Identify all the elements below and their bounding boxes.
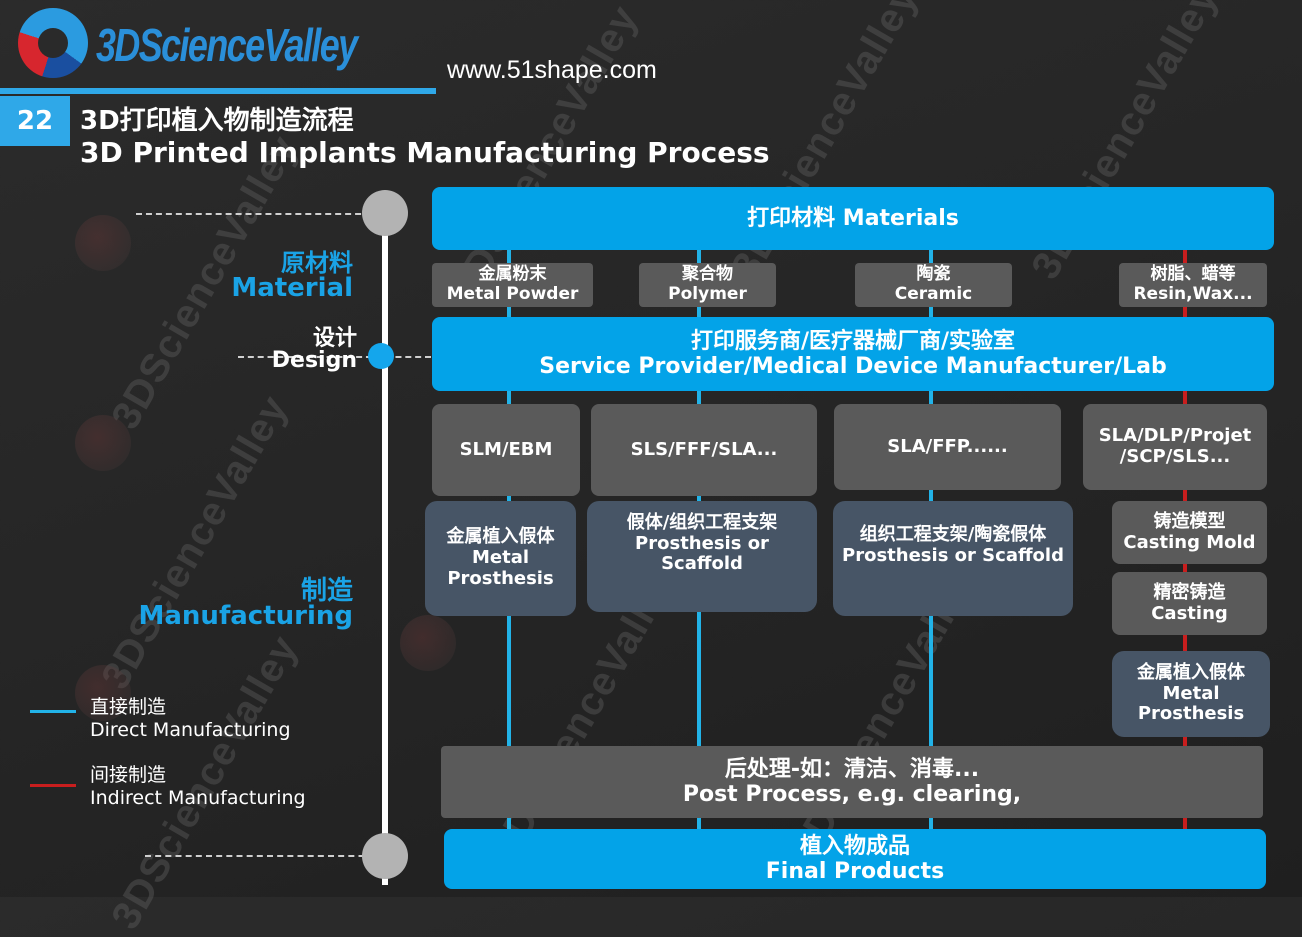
logo-icon bbox=[18, 8, 88, 78]
product-l2: Prosthesis or Scaffold bbox=[842, 544, 1064, 566]
process-sla-ffp: SLA/FFP...... bbox=[834, 404, 1061, 490]
material-cn: 树脂、蜡等 bbox=[1150, 264, 1236, 285]
product-l2: Metal bbox=[471, 547, 530, 569]
label-manufacturing-en: Manufacturing bbox=[138, 601, 354, 631]
post-process-en: Post Process, e.g. clearing, bbox=[682, 782, 1022, 807]
legend-direct-en: Direct Manufacturing bbox=[90, 718, 291, 741]
indirect-l2: Casting bbox=[1151, 602, 1228, 624]
label-design-en: Design bbox=[271, 348, 357, 373]
title-chinese: 3D打印植入物制造流程 bbox=[80, 106, 354, 136]
material-resin-wax: 树脂、蜡等 Resin,Wax... bbox=[1119, 263, 1267, 307]
material-ceramic: 陶瓷 Ceramic bbox=[855, 263, 1012, 307]
material-en: Polymer bbox=[668, 284, 747, 304]
process-line1: SLA/DLP/Projet bbox=[1098, 425, 1252, 447]
process-slm-ebm: SLM/EBM bbox=[432, 404, 580, 496]
final-products-box: 植入物成品 Final Products bbox=[444, 829, 1266, 889]
dash-design bbox=[238, 356, 431, 358]
label-material-cn: 原材料 bbox=[281, 249, 353, 277]
final-en: Final Products bbox=[765, 859, 945, 884]
material-cn: 陶瓷 bbox=[916, 264, 951, 285]
website-url: www.51shape.com bbox=[447, 56, 657, 84]
service-provider-box: 打印服务商/医疗器械厂商/实验室 Service Provider/Medica… bbox=[432, 317, 1274, 391]
indirect-l3: Prosthesis bbox=[1137, 703, 1245, 725]
label-material-en: Material bbox=[231, 273, 353, 303]
process-sls-fff-sla: SLS/FFF/SLA... bbox=[591, 404, 817, 496]
indirect-metal-prosthesis: 金属植入假体 Metal Prosthesis bbox=[1112, 651, 1270, 737]
product-prosthesis-scaffold: 假体/组织工程支架 Prosthesis or Scaffold bbox=[587, 501, 817, 612]
process-line1: SLA/FFP...... bbox=[887, 435, 1008, 457]
dash-final bbox=[145, 855, 395, 857]
title-english: 3D Printed Implants Manufacturing Proces… bbox=[80, 136, 770, 169]
axis-node-bottom bbox=[362, 833, 408, 879]
material-polymer: 聚合物 Polymer bbox=[639, 263, 776, 307]
indirect-casting: 精密铸造 Casting bbox=[1112, 572, 1267, 635]
product-l3: Prosthesis bbox=[447, 567, 554, 589]
legend-direct-cn: 直接制造 bbox=[90, 696, 167, 718]
logo-text: 3DScienceValley bbox=[96, 19, 358, 71]
indirect-l1: 铸造模型 bbox=[1153, 510, 1226, 532]
product-l1: 组织工程支架/陶瓷假体 bbox=[859, 524, 1047, 545]
material-cn: 聚合物 bbox=[682, 264, 733, 285]
process-sla-dlp-projet: SLA/DLP/Projet /SCP/SLS... bbox=[1083, 404, 1267, 490]
timeline-axis bbox=[382, 210, 388, 885]
label-manufacturing-cn: 制造 bbox=[300, 576, 353, 606]
material-metal-powder: 金属粉末 Metal Powder bbox=[432, 263, 593, 307]
final-cn: 植入物成品 bbox=[799, 833, 910, 859]
service-cn: 打印服务商/医疗器械厂商/实验室 bbox=[690, 328, 1016, 354]
indirect-casting-mold: 铸造模型 Casting Mold bbox=[1112, 501, 1267, 564]
product-metal-prosthesis: 金属植入假体 Metal Prosthesis bbox=[425, 501, 576, 616]
material-cn: 金属粉末 bbox=[478, 264, 547, 285]
process-line2: /SCP/SLS... bbox=[1119, 446, 1231, 467]
legend-indirect: 间接制造 Indirect Manufacturing bbox=[90, 764, 306, 810]
post-process-box: 后处理-如：清洁、消毒... Post Process, e.g. cleari… bbox=[441, 746, 1263, 818]
legend-direct: 直接制造 Direct Manufacturing bbox=[90, 696, 291, 742]
material-en: Resin,Wax... bbox=[1133, 284, 1253, 304]
axis-node-top bbox=[362, 190, 408, 236]
legend-direct-line bbox=[30, 710, 76, 713]
indirect-l1: 金属植入假体 bbox=[1137, 661, 1245, 683]
service-en: Service Provider/Medical Device Manufact… bbox=[539, 354, 1167, 379]
header-accent-bar bbox=[0, 88, 436, 94]
slide-number: 22 bbox=[0, 96, 70, 146]
product-l1: 金属植入假体 bbox=[446, 526, 555, 548]
product-l2: Prosthesis or bbox=[635, 532, 769, 554]
indirect-l1: 精密铸造 bbox=[1153, 581, 1226, 603]
process-line1: SLS/FFF/SLA... bbox=[630, 438, 778, 460]
process-line1: SLM/EBM bbox=[459, 438, 553, 460]
materials-header: 打印材料 Materials bbox=[432, 187, 1274, 250]
material-en: Ceramic bbox=[894, 284, 973, 304]
indirect-l2: Casting Mold bbox=[1123, 531, 1256, 553]
indirect-l2: Metal bbox=[1162, 682, 1220, 704]
product-scaffold-ceramic: 组织工程支架/陶瓷假体 Prosthesis or Scaffold bbox=[833, 501, 1073, 616]
legend-indirect-line bbox=[30, 784, 76, 787]
axis-node-design bbox=[368, 343, 394, 369]
label-design-cn: 设计 bbox=[312, 326, 357, 351]
post-process-cn: 后处理-如：清洁、消毒... bbox=[724, 756, 980, 782]
legend-indirect-en: Indirect Manufacturing bbox=[90, 786, 306, 809]
product-l1: 假体/组织工程支架 bbox=[626, 512, 778, 533]
materials-header-label: 打印材料 Materials bbox=[747, 205, 959, 231]
dash-material bbox=[136, 213, 381, 215]
material-en: Metal Powder bbox=[446, 284, 579, 304]
product-l3: Scaffold bbox=[661, 553, 743, 575]
legend-indirect-cn: 间接制造 bbox=[90, 764, 167, 786]
